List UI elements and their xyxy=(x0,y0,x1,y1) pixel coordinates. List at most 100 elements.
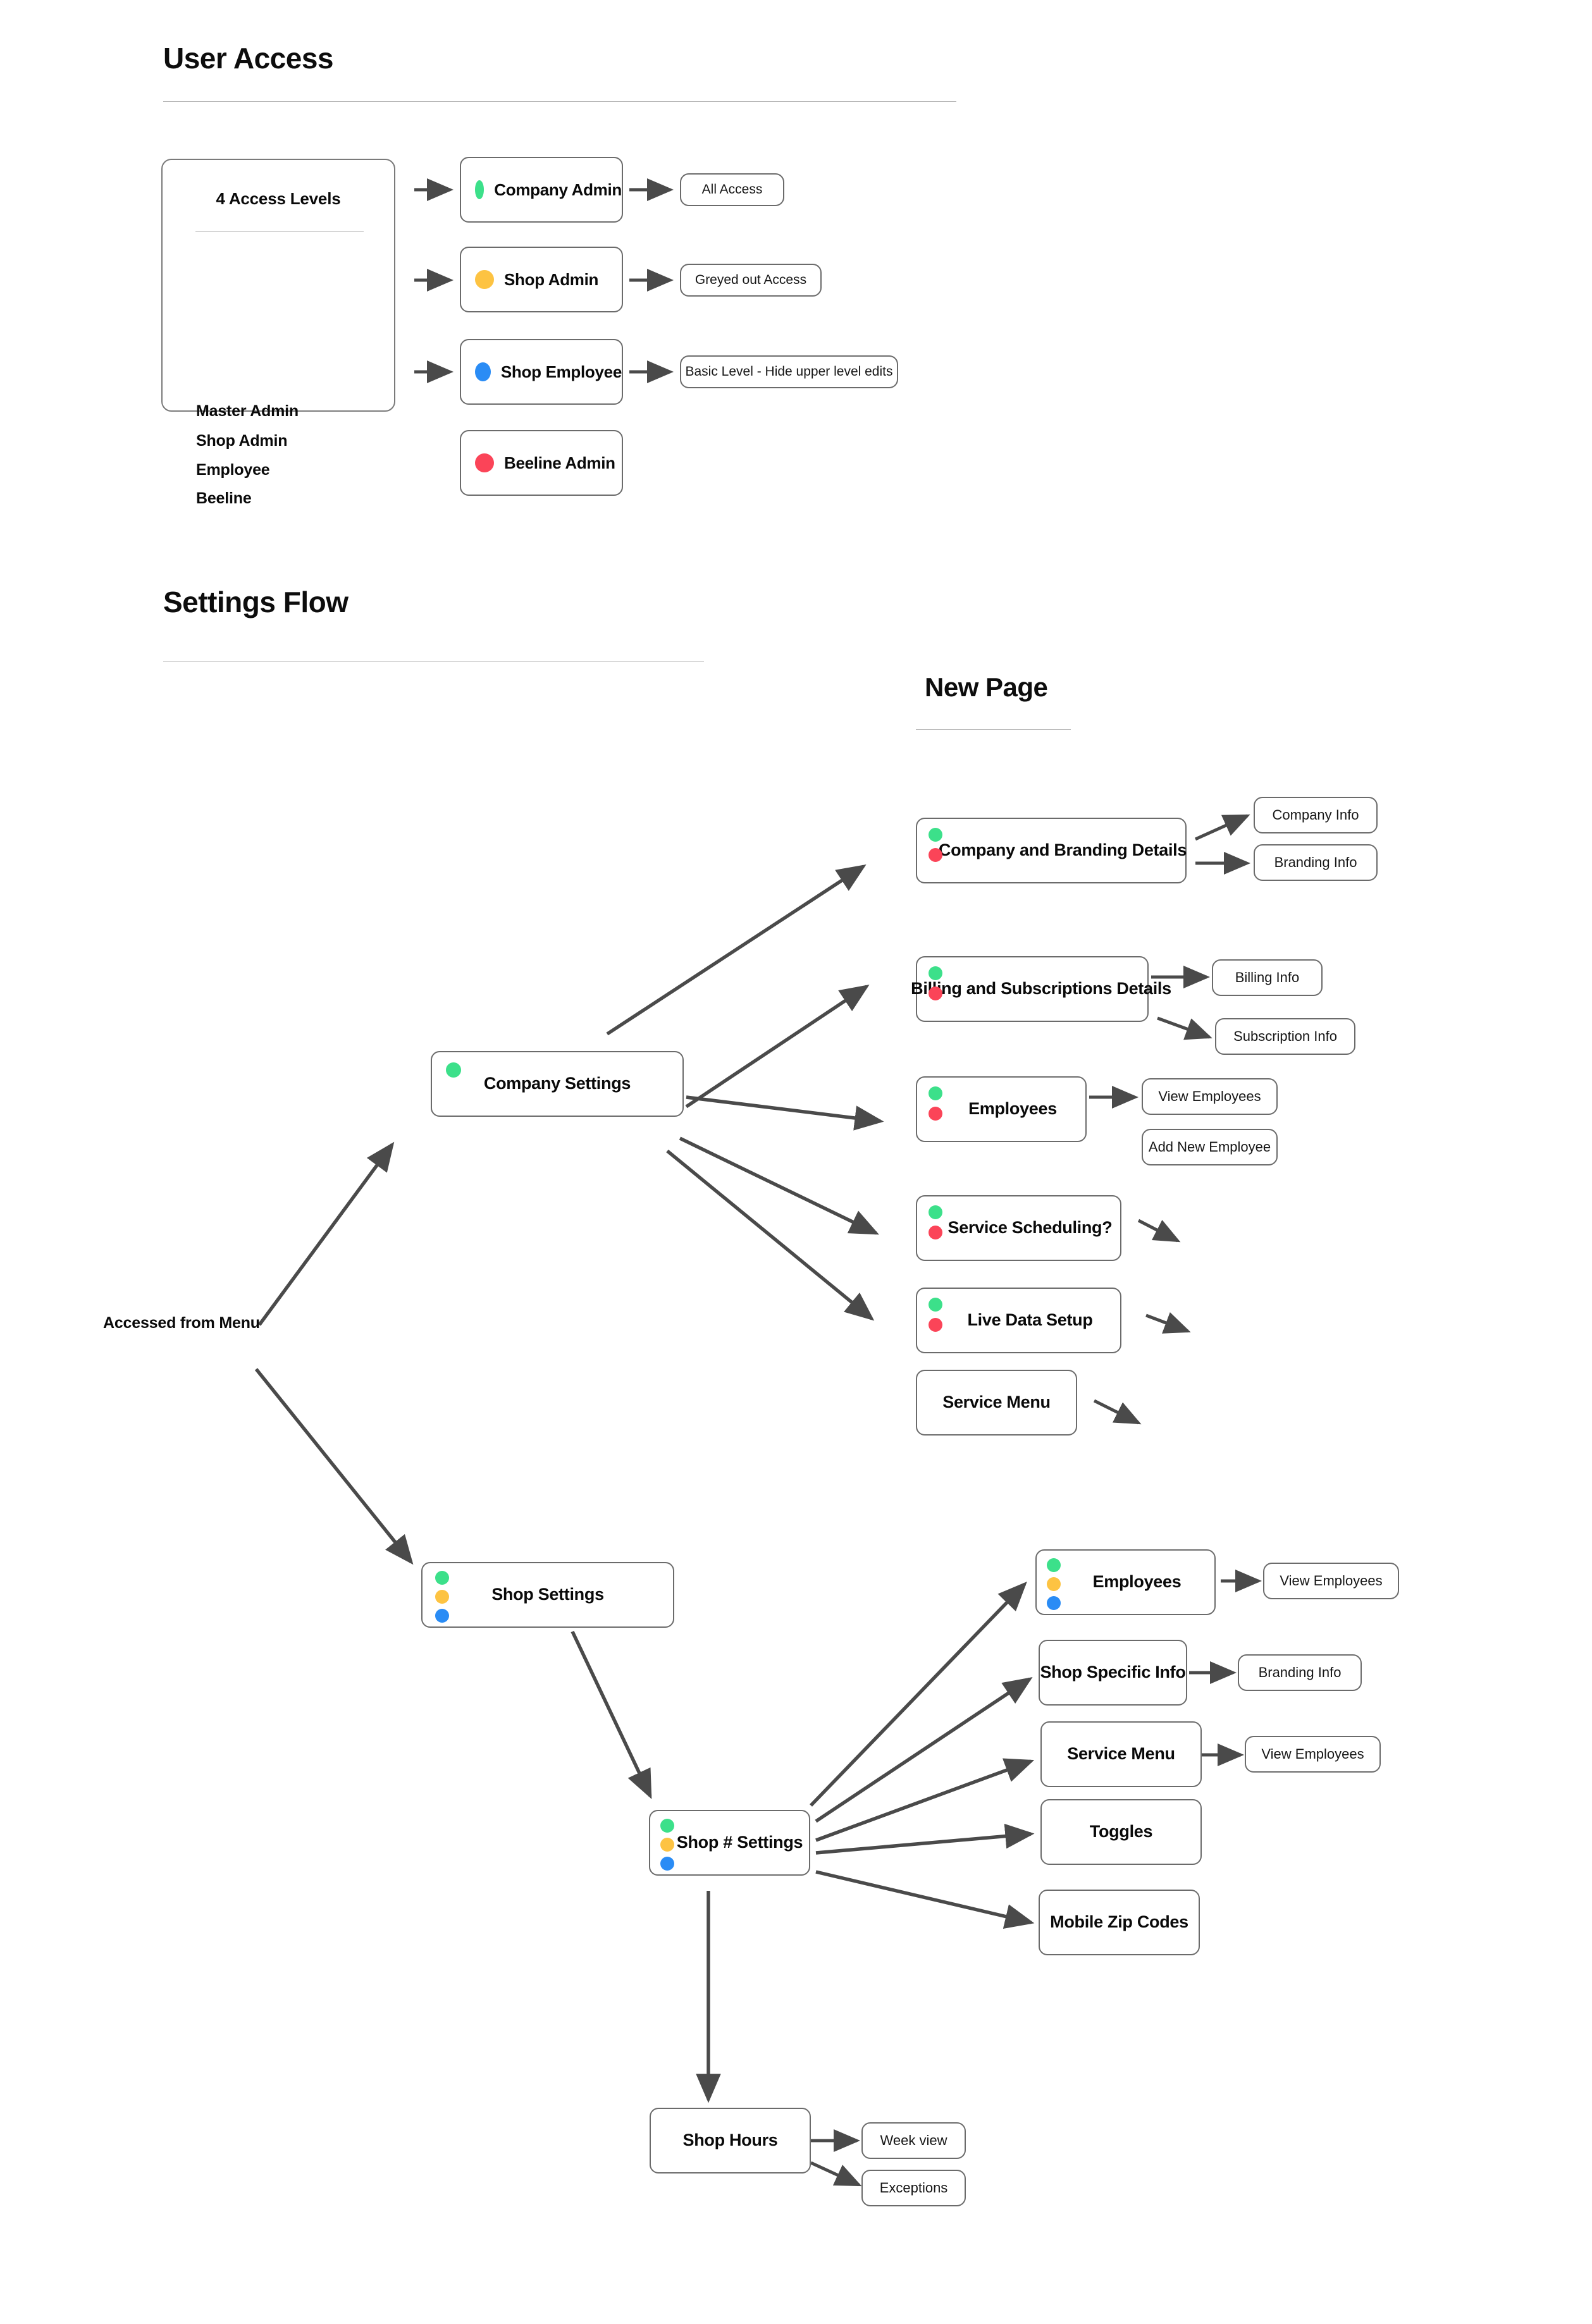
status-dot-red xyxy=(929,987,942,1000)
new-page-divider xyxy=(916,729,1071,730)
dot-group xyxy=(929,966,942,1000)
node-company-employees[interactable]: Employees xyxy=(916,1076,1087,1142)
status-dot-yellow xyxy=(475,270,494,289)
status-dot-red xyxy=(929,1107,942,1121)
user-access-divider xyxy=(163,101,956,102)
status-dot-yellow xyxy=(435,1590,449,1604)
node-service-scheduling[interactable]: Service Scheduling? xyxy=(916,1195,1121,1261)
node-shop-specific-info[interactable]: Shop Specific Info xyxy=(1039,1640,1187,1706)
node-shop-employees[interactable]: Employees xyxy=(1035,1549,1216,1615)
node-label: Live Data Setup xyxy=(967,1310,1093,1330)
leaf-label: View Employees xyxy=(1261,1746,1364,1762)
dot-group xyxy=(446,1062,461,1078)
access-level-item-shop-admin[interactable]: Shop Admin xyxy=(196,432,288,450)
leaf-label: Branding Info xyxy=(1258,1664,1342,1680)
status-dot-blue xyxy=(660,1857,674,1871)
access-level-item-employee[interactable]: Employee xyxy=(196,461,270,479)
page-title-settings-flow: Settings Flow xyxy=(163,586,349,618)
node-shop-service-menu[interactable]: Service Menu xyxy=(1040,1721,1202,1787)
leaf-company-info[interactable]: Company Info xyxy=(1254,797,1378,833)
status-dot-red xyxy=(929,1226,942,1239)
status-dot-blue xyxy=(1047,1596,1061,1610)
node-shop-employee[interactable]: Shop Employee xyxy=(460,339,623,405)
leaf-label: Add New Employee xyxy=(1148,1139,1271,1155)
node-label: Billing and Subscriptions Details xyxy=(911,979,1171,999)
pill-label: All Access xyxy=(701,182,763,197)
leaf-week-view[interactable]: Week view xyxy=(861,2122,966,2159)
leaf-label: View Employees xyxy=(1280,1573,1383,1589)
status-dot-blue xyxy=(435,1609,449,1623)
page-title-user-access: User Access xyxy=(163,42,334,75)
access-level-item-beeline[interactable]: Beeline xyxy=(196,489,252,507)
leaf-label: View Employees xyxy=(1158,1088,1261,1104)
status-dot-green xyxy=(435,1571,449,1585)
node-company-admin[interactable]: Company Admin xyxy=(460,157,623,223)
leaf-label: Subscription Info xyxy=(1233,1028,1337,1044)
dot-group xyxy=(660,1819,674,1871)
node-label: Shop Admin xyxy=(504,269,599,289)
leaf-add-new-employee[interactable]: Add New Employee xyxy=(1142,1129,1278,1165)
node-label: Service Menu xyxy=(942,1393,1051,1412)
leaf-view-employees-company[interactable]: View Employees xyxy=(1142,1078,1278,1115)
dot-group xyxy=(929,1205,942,1239)
node-beeline-admin[interactable]: Beeline Admin xyxy=(460,430,623,496)
node-label: Service Menu xyxy=(1067,1744,1175,1764)
node-shop-admin[interactable]: Shop Admin xyxy=(460,247,623,312)
pill-basic-level[interactable]: Basic Level - Hide upper level edits xyxy=(680,355,898,388)
node-label: Shop # Settings xyxy=(676,1833,803,1852)
status-dot-green xyxy=(929,1086,942,1100)
leaf-billing-info[interactable]: Billing Info xyxy=(1212,959,1323,996)
status-dot-green xyxy=(446,1062,461,1078)
leaf-branding-info-shop[interactable]: Branding Info xyxy=(1238,1654,1362,1691)
node-live-data-setup[interactable]: Live Data Setup xyxy=(916,1288,1121,1353)
node-company-settings[interactable]: Company Settings xyxy=(431,1051,684,1117)
leaf-branding-info[interactable]: Branding Info xyxy=(1254,844,1378,881)
node-label: Company Admin xyxy=(494,180,622,199)
status-dot-red xyxy=(929,848,942,862)
node-company-service-menu[interactable]: Service Menu xyxy=(916,1370,1077,1436)
dot-group xyxy=(929,1298,942,1332)
dot-group xyxy=(1047,1558,1061,1610)
leaf-view-employees-shop[interactable]: View Employees xyxy=(1263,1563,1399,1599)
node-label: Employees xyxy=(968,1099,1057,1119)
node-billing-and-subscriptions-details[interactable]: Billing and Subscriptions Details xyxy=(911,956,1171,1022)
status-dot-green xyxy=(929,966,942,980)
leaf-exceptions[interactable]: Exceptions xyxy=(861,2170,966,2206)
node-mobile-zip-codes[interactable]: Mobile Zip Codes xyxy=(1039,1890,1200,1955)
node-label: Shop Employee xyxy=(500,362,622,381)
status-dot-yellow xyxy=(1047,1577,1061,1591)
status-dot-yellow xyxy=(660,1838,674,1852)
leaf-label: Week view xyxy=(880,2132,947,2148)
access-levels-card: 4 Access Levels Master Admin Shop Admin … xyxy=(161,159,395,507)
node-label: Beeline Admin xyxy=(504,453,615,472)
status-dot-green xyxy=(1047,1558,1061,1572)
access-level-item-master-admin[interactable]: Master Admin xyxy=(196,402,299,420)
entry-point-label: Accessed from Menu xyxy=(103,1314,260,1332)
dot-group xyxy=(435,1571,449,1623)
dot-group xyxy=(929,1086,942,1121)
node-shop-number-settings[interactable]: Shop # Settings xyxy=(649,1810,810,1876)
node-company-and-branding-details[interactable]: Company and Branding Details xyxy=(916,818,1187,883)
node-label: Service Scheduling? xyxy=(947,1218,1113,1238)
leaf-label: Branding Info xyxy=(1274,854,1357,870)
status-dot-blue xyxy=(475,362,491,381)
node-label: Company and Branding Details xyxy=(938,840,1187,860)
node-shop-settings[interactable]: Shop Settings xyxy=(421,1562,674,1628)
status-dot-green xyxy=(929,828,942,842)
pill-greyed-out-access[interactable]: Greyed out Access xyxy=(680,264,822,297)
pill-all-access[interactable]: All Access xyxy=(680,173,784,206)
node-label: Shop Settings xyxy=(491,1585,604,1604)
node-label: Mobile Zip Codes xyxy=(1050,1912,1188,1932)
status-dot-green xyxy=(929,1205,942,1219)
status-dot-red xyxy=(929,1318,942,1332)
node-toggles[interactable]: Toggles xyxy=(1040,1799,1202,1865)
status-dot-red xyxy=(475,453,494,472)
page-title-new-page: New Page xyxy=(925,672,1048,702)
leaf-subscription-info[interactable]: Subscription Info xyxy=(1215,1018,1355,1055)
node-label: Shop Hours xyxy=(682,2130,778,2150)
status-dot-green xyxy=(660,1819,674,1833)
leaf-view-employees-service-menu[interactable]: View Employees xyxy=(1245,1736,1381,1773)
node-label: Company Settings xyxy=(483,1074,631,1093)
node-shop-hours[interactable]: Shop Hours xyxy=(650,2108,811,2173)
